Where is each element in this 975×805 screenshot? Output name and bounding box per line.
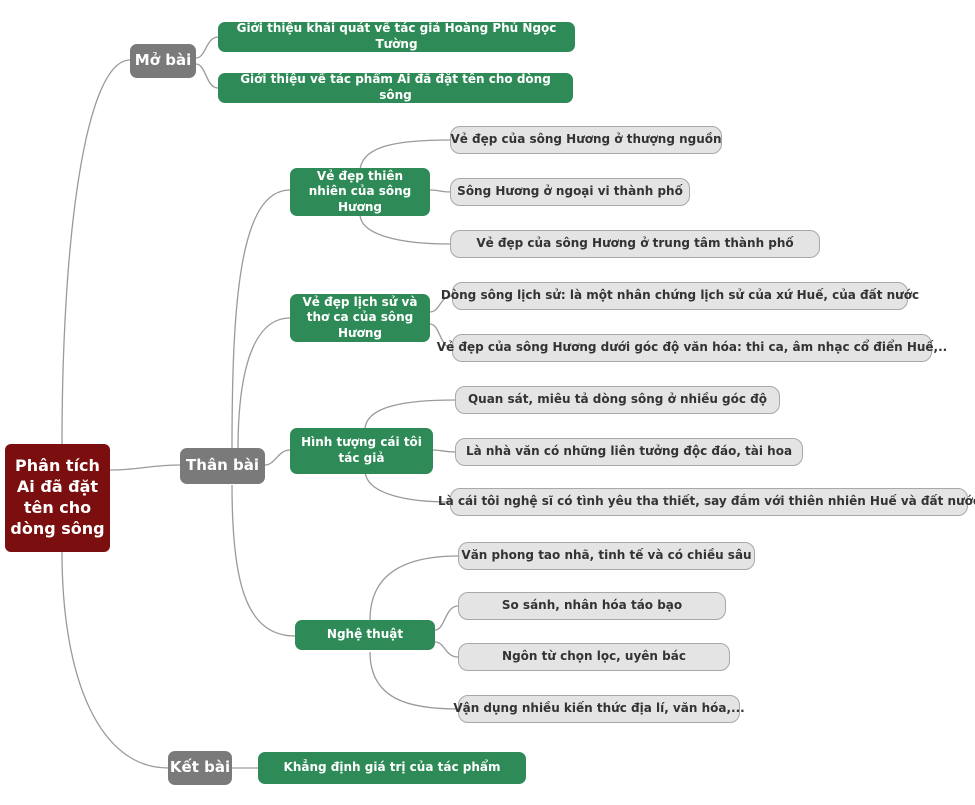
link-g2-2 [429, 323, 453, 349]
group-1-item-3: Vẻ đẹp của sông Hương ở trung tâm thành … [450, 230, 820, 258]
link-mo-bai-1 [195, 36, 219, 59]
mo-bai-item-2: Giới thiệu về tác phẩm Ai đã đặt tên cho… [218, 72, 573, 103]
link-g3-1 [364, 399, 456, 431]
group-1-item-1: Vẻ đẹp của sông Hương ở thượng nguồn [450, 126, 722, 154]
link-g4-4 [369, 651, 459, 710]
link-g3-3 [364, 469, 451, 503]
group-4-item-2: So sánh, nhân hóa táo bạo [458, 592, 726, 620]
link-root-ket-bai [61, 551, 169, 769]
group-4-item-4: Vận dụng nhiều kiến thức địa lí, văn hóa… [453, 695, 745, 723]
link-g4-2 [434, 605, 459, 631]
group-2-item-2: Vẻ đẹp của sông Hương dưới góc độ văn hó… [437, 334, 947, 362]
link-than-bai-g3 [264, 449, 291, 466]
group-2-item-1: Dòng sông lịch sử: là một nhân chứng lịc… [441, 282, 919, 310]
group-4-item-3: Ngôn từ chọn lọc, uyên bác [458, 643, 730, 671]
link-g3-2 [432, 449, 456, 453]
link-g2-1 [429, 295, 453, 313]
group-3-item-3: Là cái tôi nghệ sĩ có tình yêu tha thiết… [438, 488, 975, 516]
than-bai-group-4: Nghệ thuật [295, 620, 435, 650]
than-bai-group-2: Vẻ đẹp lịch sử và thơ ca của sông Hương [290, 294, 430, 342]
group-3-item-1: Quan sát, miêu tả dòng sông ở nhiều góc … [455, 386, 780, 414]
root-topic: Phân tích Ai đã đặt tên cho dòng sông [5, 444, 110, 552]
section-than-bai: Thân bài [180, 448, 265, 484]
section-mo-bai: Mở bài [130, 44, 196, 78]
than-bai-group-1: Vẻ đẹp thiên nhiên của sông Hương [290, 168, 430, 216]
link-g1-2 [429, 189, 451, 193]
link-g1-1 [359, 139, 451, 173]
link-g4-3 [434, 641, 459, 658]
link-than-bai-g1 [231, 189, 291, 451]
section-ket-bai: Kết bài [168, 751, 232, 785]
link-mo-bai-2 [195, 63, 219, 89]
link-than-bai-g4 [231, 484, 296, 637]
group-1-item-2: Sông Hương ở ngoại vi thành phố [450, 178, 690, 206]
link-g1-3 [359, 213, 451, 245]
ket-bai-item-1: Khẳng định giá trị của tác phẩm [258, 752, 526, 784]
than-bai-group-3: Hình tượng cái tôi tác giả [290, 428, 433, 474]
link-than-bai-g2 [237, 317, 291, 451]
group-4-item-1: Văn phong tao nhã, tinh tế và có chiều s… [458, 542, 755, 570]
link-root-than-bai [109, 464, 181, 471]
mo-bai-item-1: Giới thiệu khái quát về tác giả Hoàng Ph… [218, 21, 575, 52]
link-g4-1 [369, 555, 459, 621]
link-root-mo-bai [61, 59, 131, 445]
group-3-item-2: Là nhà văn có những liên tưởng độc đáo, … [455, 438, 803, 466]
